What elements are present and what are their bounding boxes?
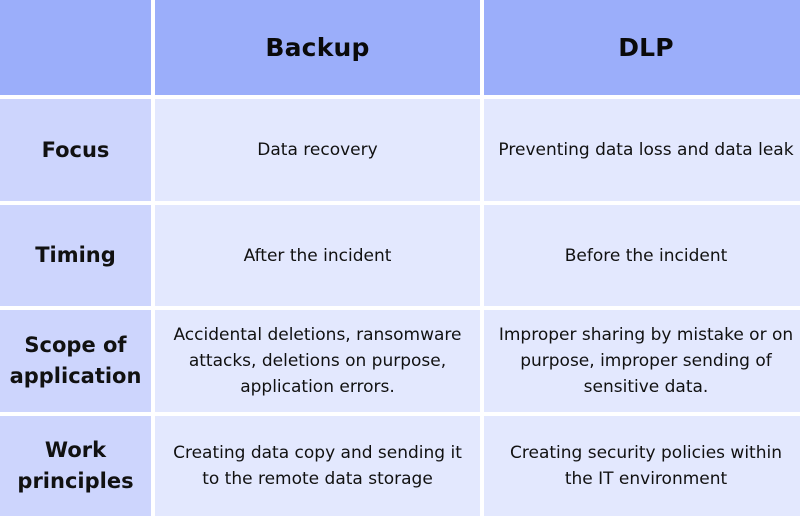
cell-scope-backup: Accidental deletions, ransomware attacks… [155, 310, 480, 412]
cell-timing-backup: After the incident [155, 205, 480, 306]
row-label-work-principles: Work principles [0, 416, 151, 516]
cell-scope-dlp: Improper sharing by mistake or on purpos… [484, 310, 800, 412]
header-dlp: DLP [484, 0, 800, 95]
row-label-scope: Scope of application [0, 310, 151, 412]
cell-focus-dlp: Preventing data loss and data leak [484, 99, 800, 201]
cell-timing-dlp: Before the incident [484, 205, 800, 306]
row-label-focus: Focus [0, 99, 151, 201]
row-label-timing: Timing [0, 205, 151, 306]
cell-focus-backup: Data recovery [155, 99, 480, 201]
cell-work-principles-dlp: Creating security policies within the IT… [484, 416, 800, 516]
cell-work-principles-backup: Creating data copy and sending it to the… [155, 416, 480, 516]
header-corner-cell [0, 0, 151, 95]
header-backup: Backup [155, 0, 480, 95]
